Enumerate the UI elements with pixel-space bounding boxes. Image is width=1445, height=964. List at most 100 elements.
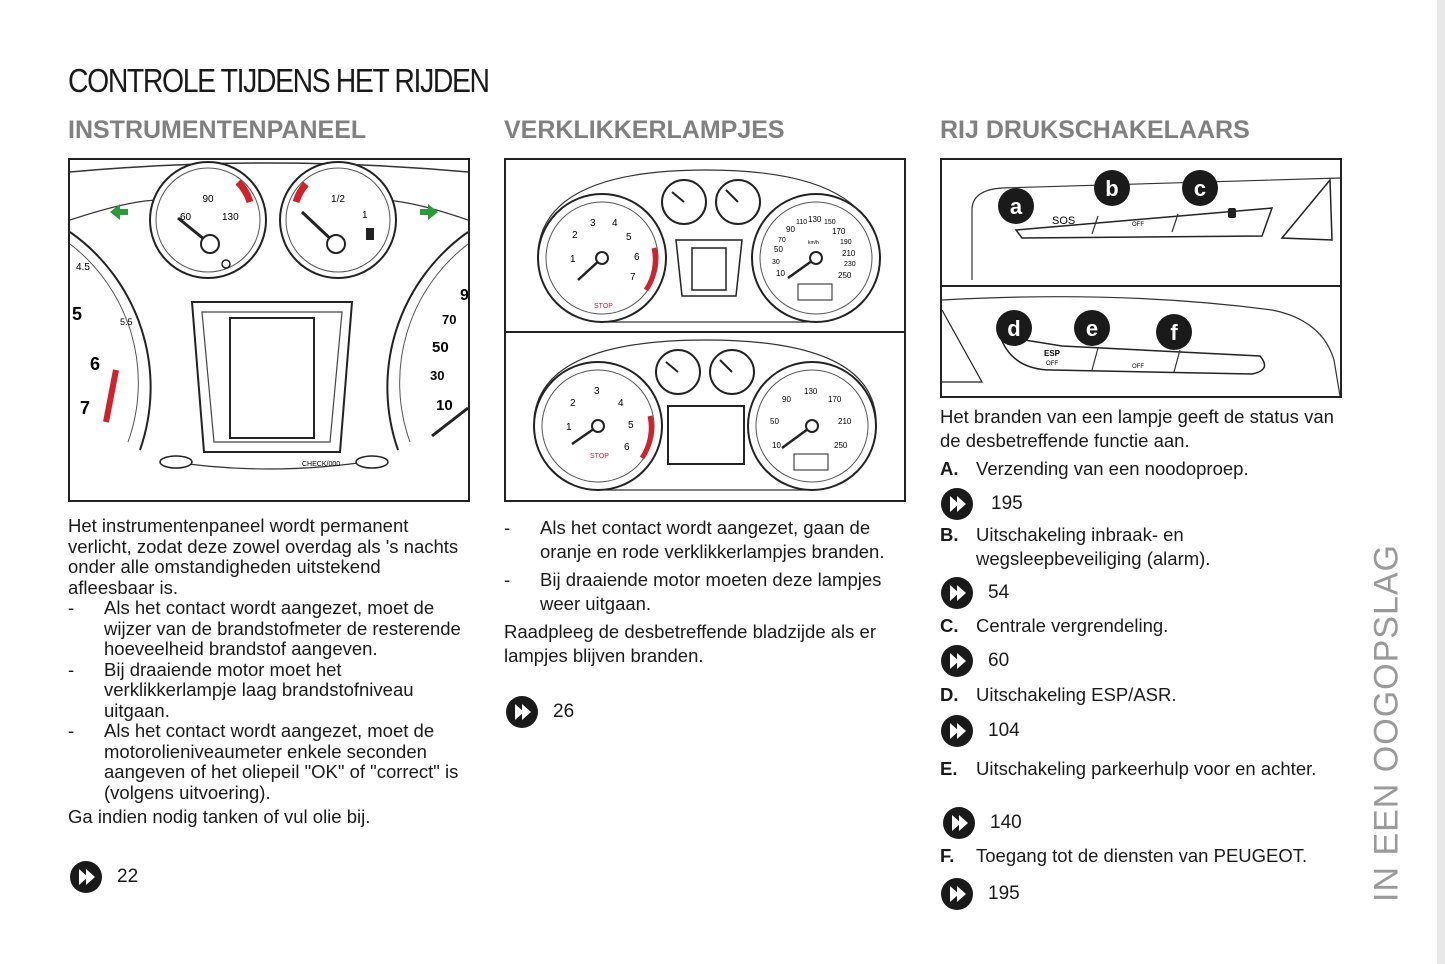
warning-lamps-heading: VERKLIKKERLAMPJES bbox=[504, 116, 785, 144]
sos-label: SOS bbox=[1052, 215, 1075, 227]
rpm-tick: 5 bbox=[626, 232, 632, 243]
page-ref-link[interactable]: 60 bbox=[940, 644, 1009, 678]
switch-item-e: E. Uitschakeling parkeerhulp voor en ach… bbox=[940, 757, 1340, 781]
instrument-intro: Het instrumentenpaneel wordt permanent v… bbox=[68, 515, 459, 598]
instrument-outro: Ga indien nodig tanken of vul olie bij. bbox=[68, 806, 371, 827]
check-label: CHECK/000 bbox=[302, 461, 340, 468]
rpm-tick: 5 bbox=[72, 304, 82, 324]
rpm-tick: 6 bbox=[634, 252, 640, 263]
lamps-outro: Raadpleeg de desbetreffende bladzijde al… bbox=[504, 621, 876, 666]
callout-d: d bbox=[996, 310, 1032, 346]
temp-tick: 90 bbox=[202, 194, 214, 205]
page-ref-link[interactable]: 22 bbox=[69, 860, 138, 894]
page-reference-icon bbox=[941, 488, 973, 520]
item-text: Verzending van een noodoproep. bbox=[976, 458, 1249, 479]
item-text: Toegang tot de diensten van PEUGEOT. bbox=[976, 845, 1308, 866]
item-text: Uitschakeling ESP/ASR. bbox=[976, 684, 1177, 705]
speed-tick: 30 bbox=[430, 368, 444, 383]
speed-tick: 90 bbox=[782, 395, 791, 404]
warning-lamps-text: Als het contact wordt aangezet, gaan de … bbox=[504, 516, 908, 668]
page-ref-link[interactable]: 104 bbox=[940, 714, 1020, 748]
speed-tick: 9 bbox=[460, 287, 468, 304]
instrument-panel-text: Het instrumentenpaneel wordt permanent v… bbox=[68, 515, 468, 828]
speed-tick: 170 bbox=[832, 227, 846, 236]
right-turn-arrow-icon bbox=[420, 204, 438, 220]
page-ref-link[interactable]: 140 bbox=[942, 806, 1022, 840]
rpm-tick: 4.5 bbox=[76, 262, 90, 273]
roof-switches-intro: Het branden van een lampje geeft de stat… bbox=[940, 406, 1334, 451]
svg-text:e: e bbox=[1086, 316, 1098, 341]
fuel-pump-icon bbox=[366, 228, 374, 240]
speed-tick: 210 bbox=[842, 249, 856, 258]
rpm-tick: 6 bbox=[624, 442, 630, 453]
speed-tick: 210 bbox=[838, 417, 852, 426]
speed-tick: 50 bbox=[770, 417, 779, 426]
item-letter: C. bbox=[940, 615, 959, 636]
rpm-tick: 6 bbox=[90, 354, 100, 374]
rpm-tick: 1 bbox=[566, 422, 572, 433]
speed-tick: 50 bbox=[774, 245, 783, 254]
speed-tick: 230 bbox=[844, 261, 856, 268]
roof-switches-figure: SOS OFF a b c ESP OFF OFF d e f bbox=[940, 158, 1342, 398]
item-letter: A. bbox=[940, 458, 959, 479]
lock-icon bbox=[1228, 208, 1236, 218]
page-ref-link[interactable]: 195 bbox=[940, 877, 1020, 911]
page-ref-link[interactable]: 54 bbox=[940, 576, 1009, 610]
instrument-bullet: Bij draaiende motor moet het verklikkerl… bbox=[68, 659, 468, 722]
side-tab-label: IN EEN OOGOPSLAG bbox=[1367, 544, 1406, 902]
callout-b: b bbox=[1094, 170, 1130, 206]
item-letter: D. bbox=[940, 684, 959, 705]
page-ref-number: 140 bbox=[990, 812, 1022, 833]
off-label: OFF bbox=[1132, 222, 1144, 228]
speed-gauge-partial: 9 70 50 30 10 bbox=[386, 231, 469, 451]
speed-tick: 30 bbox=[772, 259, 780, 266]
side-section-tab: IN EEN OOGOPSLAG bbox=[1367, 544, 1407, 902]
speed-tick: 170 bbox=[828, 395, 842, 404]
esp-label: ESP bbox=[1044, 349, 1061, 358]
page-ref-number: 195 bbox=[988, 883, 1020, 904]
item-text: Centrale vergrendeling. bbox=[976, 615, 1169, 636]
callout-f: f bbox=[1156, 314, 1192, 350]
page-ref-number: 195 bbox=[991, 493, 1023, 514]
item-letter: F. bbox=[940, 845, 955, 866]
speed-tick: 130 bbox=[804, 387, 818, 396]
page-reference-icon bbox=[941, 878, 973, 910]
switch-item-d: D. Uitschakeling ESP/ASR. bbox=[940, 683, 1340, 707]
speed-tick: 110 bbox=[796, 219, 807, 226]
speed-tick: 250 bbox=[834, 441, 848, 450]
page-ref-link[interactable]: 26 bbox=[505, 695, 574, 729]
off-label: OFF bbox=[1132, 364, 1144, 370]
instrument-bullet: Als het contact wordt aangezet, moet de … bbox=[68, 720, 468, 803]
speed-tick: 70 bbox=[778, 237, 786, 244]
item-letter: B. bbox=[940, 524, 959, 545]
speed-tick: 90 bbox=[786, 225, 795, 234]
callout-c: c bbox=[1182, 170, 1218, 206]
speed-tick: 250 bbox=[838, 271, 852, 280]
rpm-tick: 3 bbox=[590, 218, 596, 229]
callout-e: e bbox=[1074, 310, 1110, 346]
rpm-tick: 7 bbox=[630, 272, 636, 283]
speed-tick: 10 bbox=[772, 441, 781, 450]
page-ref-number: 60 bbox=[988, 650, 1010, 671]
rpm-tick: 2 bbox=[570, 398, 576, 409]
temperature-gauge: 90 60 130 bbox=[149, 161, 267, 279]
central-display bbox=[190, 301, 354, 453]
switch-item-f: F. Toegang tot de diensten van PEUGEOT. bbox=[940, 844, 1340, 868]
rpm-tick: 5.5 bbox=[120, 317, 133, 327]
page-ref-number: 104 bbox=[988, 720, 1020, 741]
warning-lamps-drawing: 1 2 3 4 5 6 7 STOP 10 30 50 70 90 110 13… bbox=[506, 169, 904, 491]
speed-unit: km/h bbox=[808, 240, 819, 246]
instrument-panel-heading: INSTRUMENTENPANEEL bbox=[68, 116, 367, 144]
speed-tick: 130 bbox=[808, 215, 822, 224]
speed-tick: 190 bbox=[840, 239, 852, 246]
item-text: Uitschakeling inbraak- en wegsleepbeveil… bbox=[976, 524, 1211, 569]
cluster-lower: 1 2 3 4 5 6 STOP 10 50 90 130 170 210 25… bbox=[533, 339, 877, 491]
page-ref-number: 22 bbox=[117, 866, 139, 887]
page-ref-link[interactable]: 195 bbox=[940, 487, 1023, 521]
page-edge-strip bbox=[1437, 0, 1445, 964]
switch-item-a: A. Verzending van een noodoproep. bbox=[940, 457, 1340, 481]
rpm-tick: 2 bbox=[572, 230, 578, 241]
roof-switches-drawing: SOS OFF a b c ESP OFF OFF d e f bbox=[941, 170, 1341, 397]
rpm-tick: 5 bbox=[628, 420, 634, 431]
fuel-gauge: 1/2 1 bbox=[279, 161, 397, 279]
